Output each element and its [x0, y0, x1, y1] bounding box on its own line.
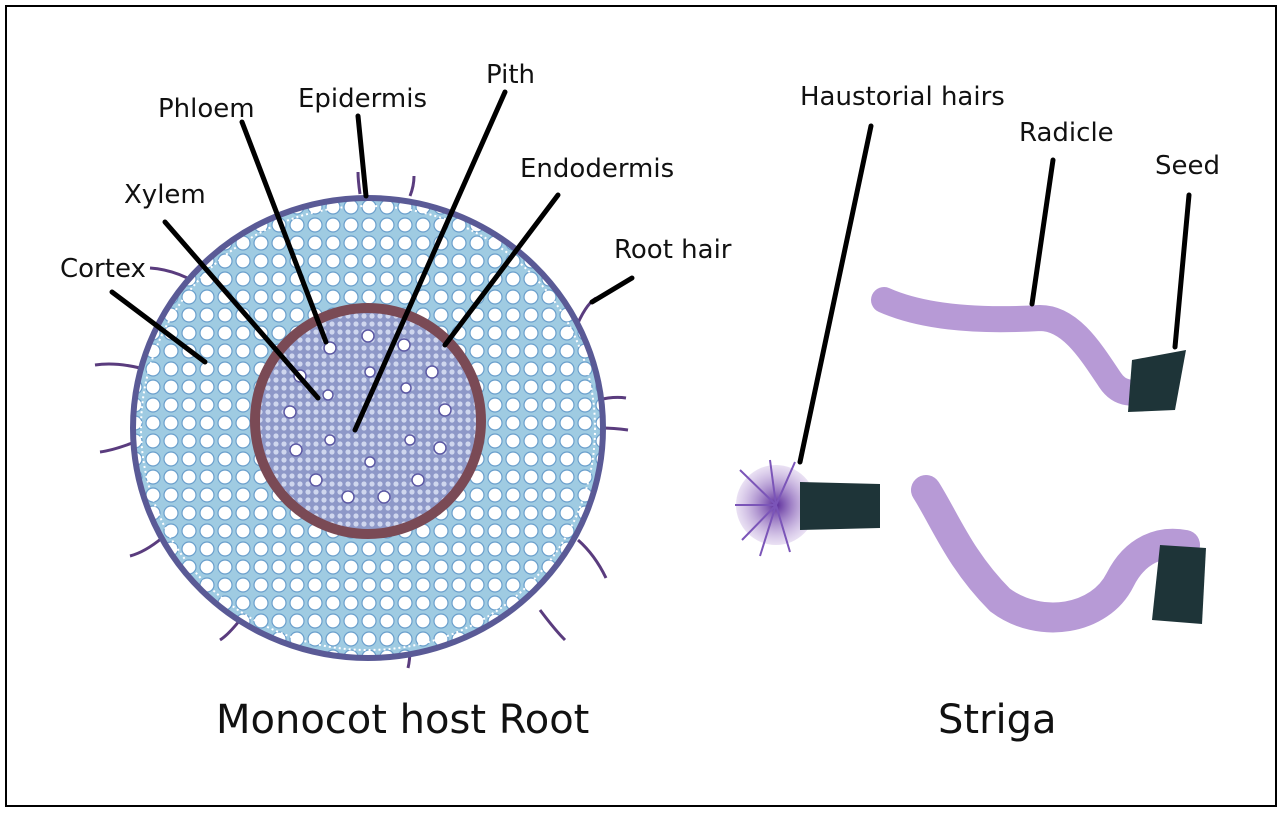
caption-striga: Striga [938, 700, 1057, 740]
caption-monocot-root: Monocot host Root [216, 700, 589, 740]
label-cortex: Cortex [60, 256, 146, 282]
label-endodermis: Endodermis [520, 156, 674, 182]
lower-seed [1152, 545, 1206, 624]
label-haustorial-hairs: Haustorial hairs [800, 84, 1005, 110]
label-phloem: Phloem [158, 96, 255, 122]
label-pith: Pith [486, 62, 535, 88]
label-seed: Seed [1155, 153, 1220, 179]
label-radicle: Radicle [1019, 120, 1114, 146]
label-root-hair: Root hair [614, 237, 732, 263]
label-epidermis: Epidermis [298, 86, 427, 112]
label-xylem: Xylem [124, 182, 206, 208]
haustorium-seed [800, 482, 880, 530]
